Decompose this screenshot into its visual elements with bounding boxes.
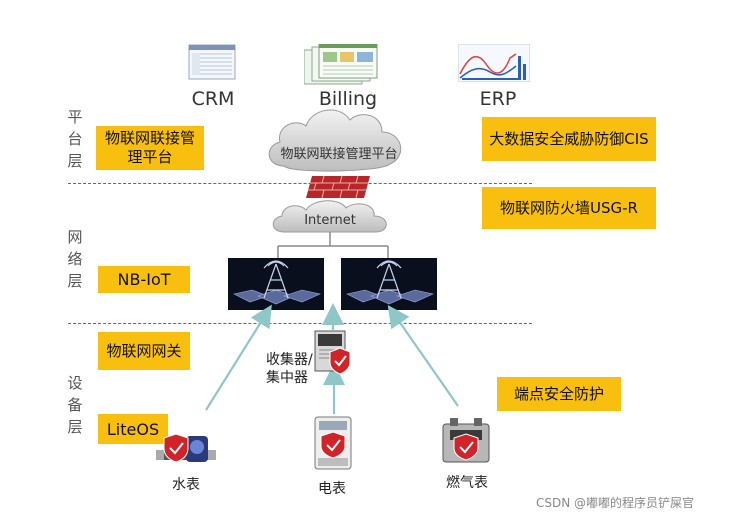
usg-firewall-box: 物联网防火墙USG-R xyxy=(482,187,656,229)
network-device-divider xyxy=(68,323,532,324)
watermark-text: CSDN @嘟嘟的程序员铲屎官 xyxy=(536,496,695,510)
endpoint-security-box: 端点安全防护 xyxy=(497,377,621,411)
water-meter-label: 水表 xyxy=(172,477,200,493)
electric-meter-icon xyxy=(314,416,352,470)
gas-meter-icon xyxy=(442,418,490,463)
platform-network-divider xyxy=(68,183,532,184)
layer-label-platform: 平台层 xyxy=(67,108,83,170)
layer-label-network: 网络层 xyxy=(67,228,83,290)
water-to-tower-arrow xyxy=(205,304,272,411)
crm-label: CRM xyxy=(191,88,235,110)
gas-to-tower-arrow xyxy=(387,304,459,407)
billing-thumbnail-icon xyxy=(304,44,378,85)
collector-device-icon xyxy=(314,330,351,374)
cell-tower-right-icon xyxy=(341,258,437,310)
electric-meter-label: 电表 xyxy=(318,481,346,497)
erp-thumbnail-icon xyxy=(458,44,530,82)
platform-cloud-label: 物联网联接管理平台 xyxy=(280,147,398,162)
nbiot-box: NB-IoT xyxy=(98,266,190,293)
internet-cloud-label: Internet xyxy=(304,213,356,228)
cis-box: 大数据安全威胁防御CIS xyxy=(482,117,656,161)
water-meter-icon xyxy=(156,433,216,463)
iot-gateway-box: 物联网网关 xyxy=(98,332,190,370)
crm-thumbnail-icon xyxy=(188,44,236,80)
erp-label: ERP xyxy=(479,88,517,110)
liteos-box: LiteOS xyxy=(98,414,168,444)
layer-label-device: 设备层 xyxy=(67,374,83,436)
iot-platform-box: 物联网联接管理平台 xyxy=(96,126,204,170)
platform-cloud-icon xyxy=(268,109,402,172)
gas-meter-label: 燃气表 xyxy=(446,475,488,491)
collector-label: 收集器/集中器 xyxy=(266,352,313,386)
cell-tower-left-icon xyxy=(228,258,324,310)
firewall-icon xyxy=(306,176,370,198)
internet-cloud-icon xyxy=(272,200,387,233)
billing-label: Billing xyxy=(318,88,378,110)
